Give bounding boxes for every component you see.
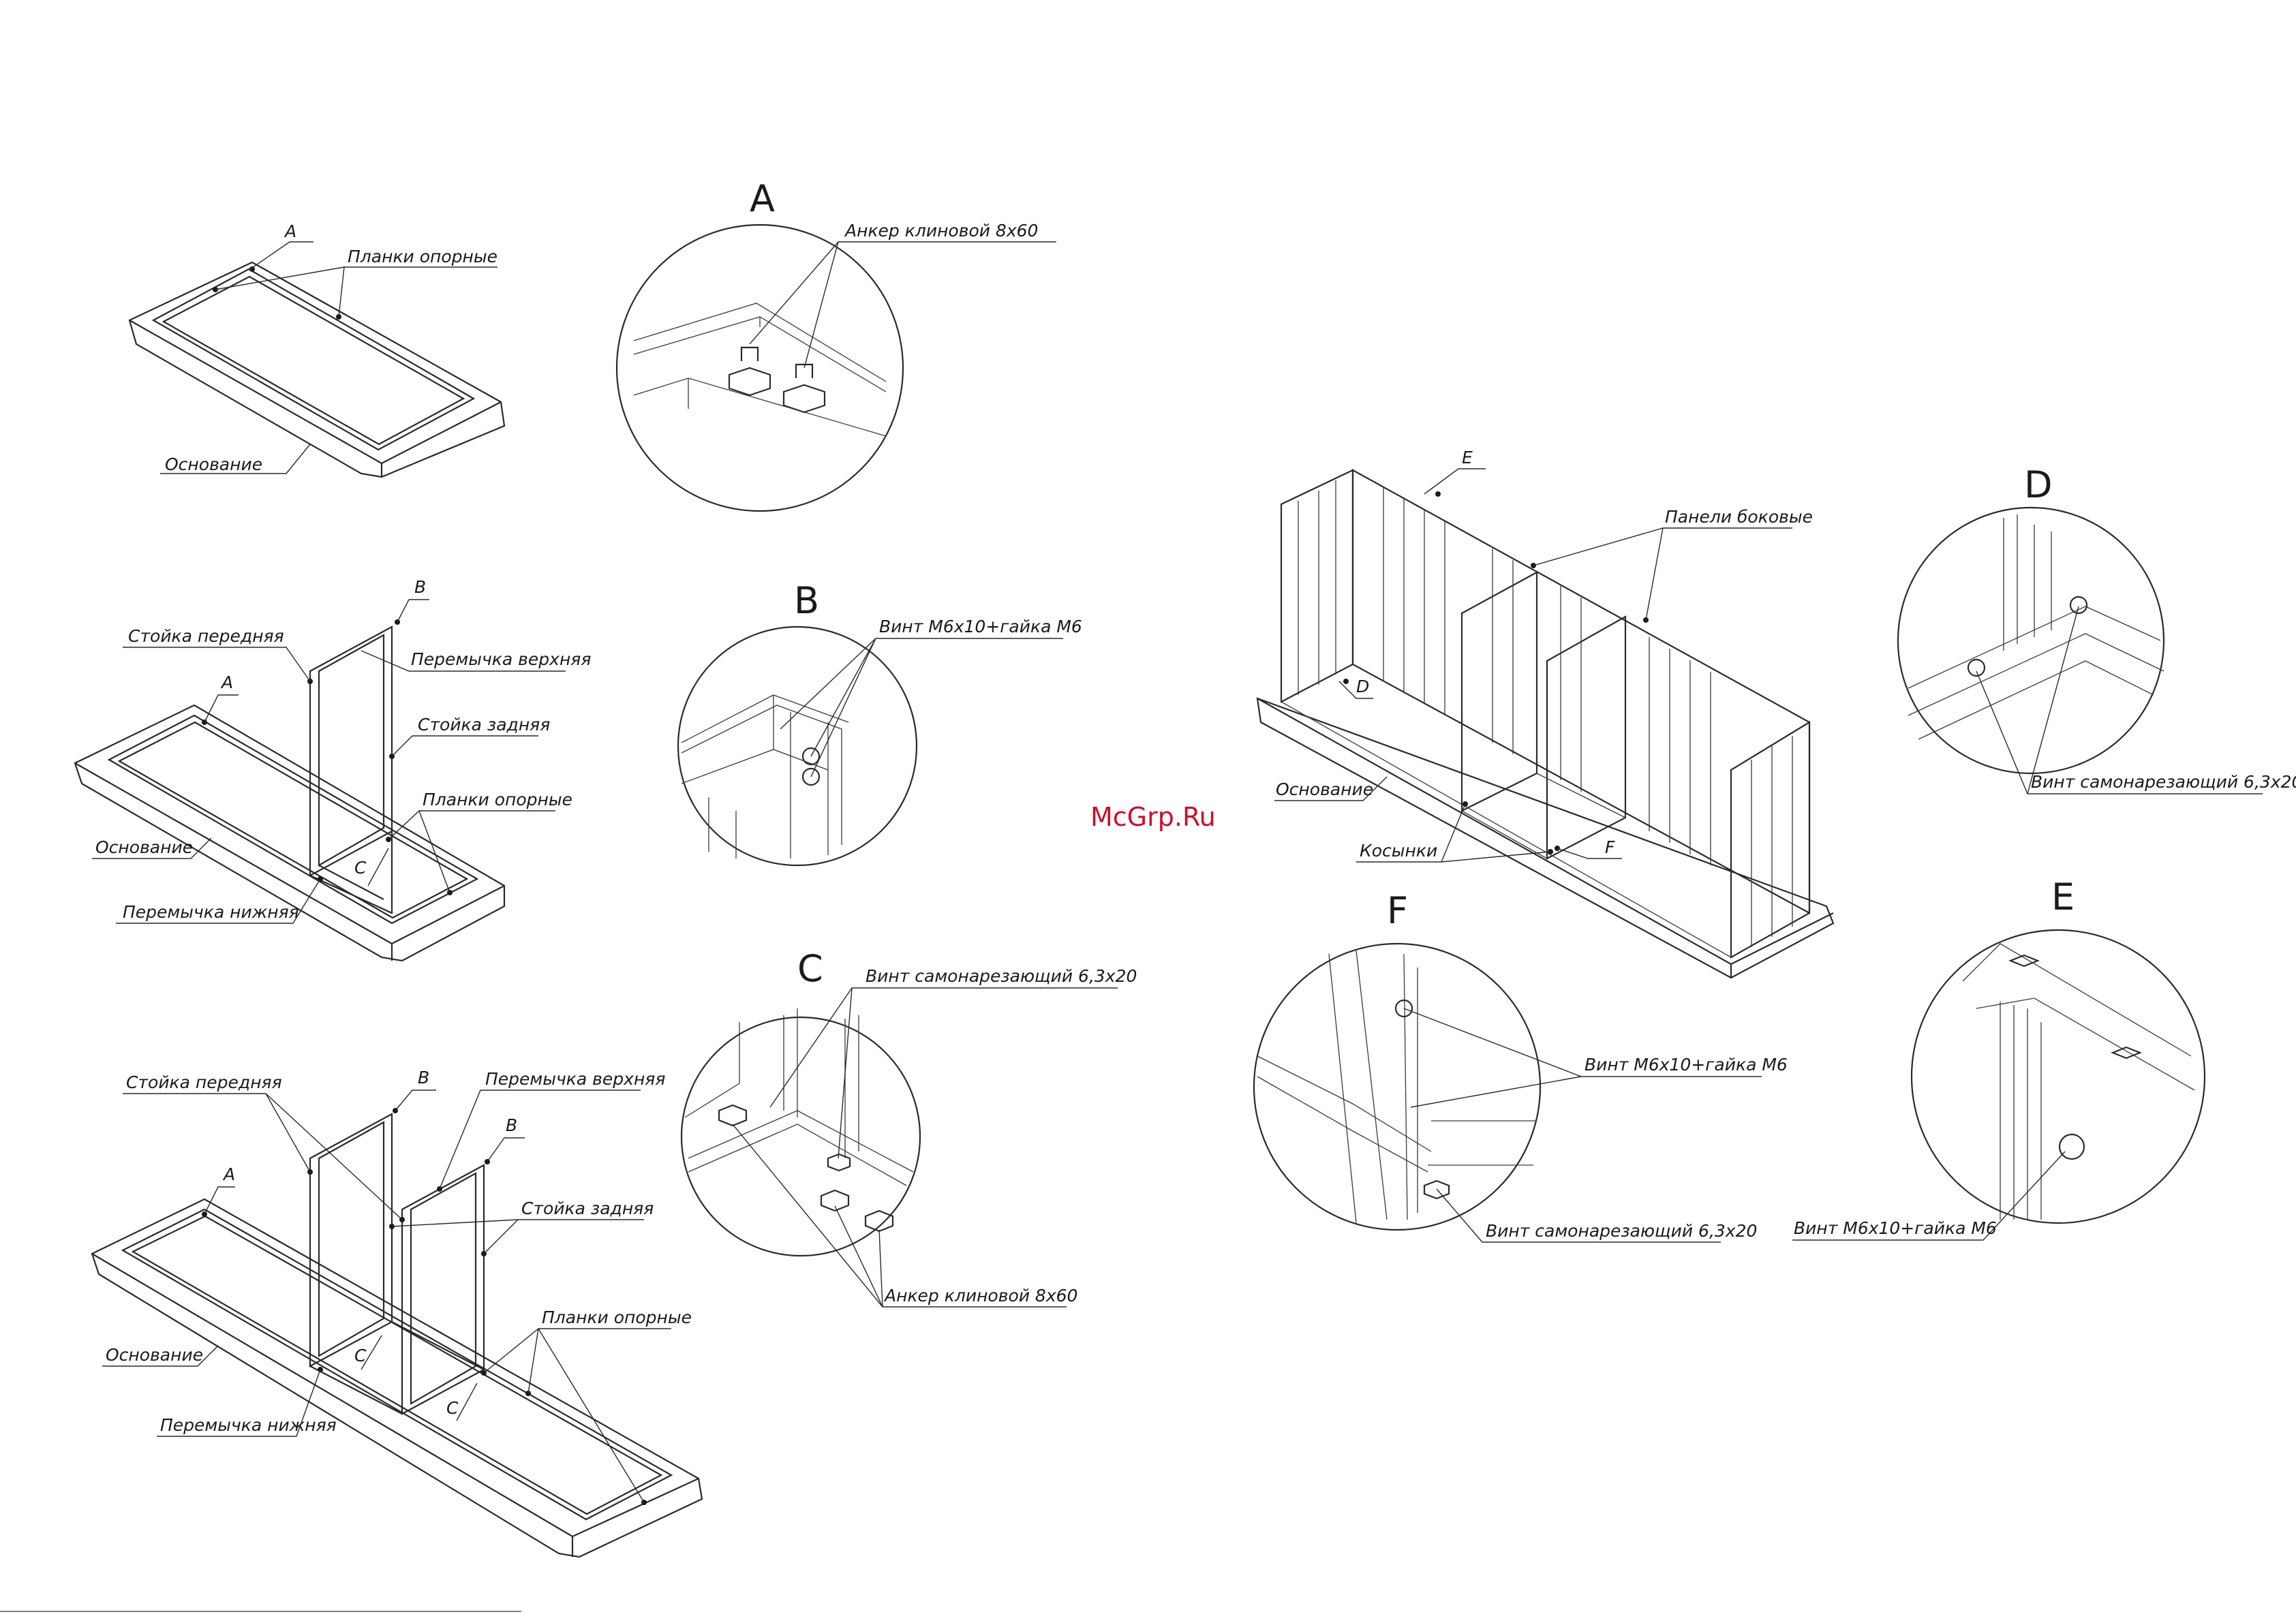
detail-f-callout-bottom: Винт самонарезающий 6,3х20 <box>1486 1221 1757 1241</box>
step1-label-support: Планки опорные <box>348 247 498 266</box>
detail-c-screw <box>827 1153 851 1172</box>
step3-base-slab <box>91 1198 703 1558</box>
detail-d-screw-1 <box>1967 658 1986 677</box>
step4-label-gussets: Косынки <box>1360 841 1437 861</box>
detail-d-screw-2 <box>2069 596 2088 615</box>
step4-panel-ribs <box>1298 480 1793 947</box>
step2-view: B Стойка передняя Перемычка верхняя A Ст… <box>74 577 591 962</box>
step3-ref-c1: C <box>354 1346 367 1365</box>
detail-c-circle <box>680 1016 921 1257</box>
detail-f-bolt <box>1394 999 1413 1018</box>
step3-ref-b2: B <box>506 1115 517 1135</box>
detail-e-callout: Винт М6х10+гайка М6 <box>1794 1218 1997 1238</box>
step4-ref-f: F <box>1605 837 1615 857</box>
step4-left-cabinet-side <box>1280 469 1354 703</box>
detail-e-circle <box>1910 929 2206 1224</box>
detail-c-anchor-3 <box>864 1209 894 1233</box>
step2-ref-b: B <box>414 577 426 597</box>
step3-label-bottom-bar: Перемычка нижняя <box>160 1415 337 1435</box>
detail-c-anchor-1 <box>718 1104 748 1127</box>
step1-label-base: Основание <box>165 454 262 474</box>
step2-label-front-post: Стойка передняя <box>128 626 284 646</box>
step3-label-base: Основание <box>106 1345 203 1365</box>
detail-b-callout: Винт М6х10+гайка М6 <box>879 617 1082 636</box>
step4-frame-1 <box>1460 571 1538 812</box>
step2-label-base: Основание <box>95 837 193 857</box>
step4-view: E Панели боковые D Основание Косынки F <box>1256 448 1835 979</box>
step2-label-support: Планки опорные <box>423 790 572 809</box>
detail-e-slot-2 <box>2111 1046 2142 1060</box>
step2-ref-a: A <box>220 673 233 692</box>
detail-d-callout: Винт самонарезающий 6,3х20 <box>2031 772 2296 792</box>
detail-b-bolt-1 <box>801 747 821 766</box>
detail-f-circle <box>1253 942 1542 1231</box>
detail-c: C Винт самонарезающий 6,3х20 Анкер клино… <box>680 947 1137 1308</box>
detail-d-title: D <box>2024 463 2053 506</box>
detail-a-callout: Анкер клиновой 8х60 <box>844 221 1038 241</box>
detail-a: A Анкер клиновой 8х60 <box>615 177 1056 512</box>
detail-b-bolt-2 <box>801 767 821 786</box>
detail-e-title: E <box>2051 876 2075 918</box>
detail-e: E Винт М6х10+гайка М6 <box>1792 876 2206 1241</box>
step4-base-slab <box>1256 697 1835 979</box>
step2-support-frame <box>107 714 479 925</box>
step3-ref-b1: B <box>418 1068 429 1087</box>
detail-a-circle <box>615 223 904 512</box>
step3-label-rear-post: Стойка задняя <box>521 1199 654 1218</box>
step3-ref-a: A <box>222 1164 235 1184</box>
step4-front-panel <box>1730 721 1811 959</box>
detail-c-callout-bottom: Анкер клиновой 8х60 <box>883 1286 1077 1305</box>
step3-label-top-bar: Перемычка верхняя <box>485 1069 665 1089</box>
detail-c-anchor-2 <box>820 1189 850 1212</box>
detail-a-anchor-1 <box>728 346 771 397</box>
step1-base-slab <box>128 261 506 478</box>
detail-e-bolt <box>2058 1133 2085 1160</box>
step4-label-base: Основание <box>1276 779 1373 799</box>
detail-c-callout-top: Винт самонарезающий 6,3х20 <box>866 966 1137 986</box>
step4-ref-e: E <box>1462 448 1473 467</box>
step2-label-bottom-bar: Перемычка нижняя <box>123 902 299 922</box>
watermark: McGrp.Ru <box>1090 802 1216 832</box>
step2-label-top-bar: Перемычка верхняя <box>411 649 591 669</box>
detail-d: D Винт самонарезающий 6,3х20 <box>1897 463 2296 794</box>
detail-f-screw <box>1423 1179 1450 1200</box>
step1-view: A Планки опорные Основание <box>128 221 506 478</box>
step3-support-frame <box>121 1208 673 1521</box>
step3-view: B B Стойка передняя Перемычка верхняя A … <box>91 1068 703 1558</box>
detail-c-title: C <box>797 947 823 990</box>
detail-b-circle <box>677 625 918 867</box>
step2-label-rear-post: Стойка задняя <box>418 715 550 735</box>
step2-ref-c: C <box>354 858 367 878</box>
detail-b-title: B <box>794 579 819 622</box>
step3-label-front-post: Стойка передняя <box>126 1072 282 1092</box>
detail-e-slot-1 <box>2008 954 2040 968</box>
step3-ref-c2: C <box>446 1398 459 1418</box>
detail-a-anchor-2 <box>782 363 826 414</box>
step1-support-frame <box>151 268 476 451</box>
step2-base-slab <box>74 704 506 962</box>
detail-f-callout-top: Винт М6х10+гайка М6 <box>1585 1055 1788 1075</box>
detail-f-title: F <box>1387 889 1408 932</box>
detail-a-title: A <box>750 177 775 220</box>
detail-f: F Винт М6х10+гайка М6 Винт самонарезающи… <box>1253 889 1788 1243</box>
step1-ref-a: A <box>284 221 296 241</box>
step3-label-support: Планки опорные <box>542 1308 692 1327</box>
step4-ref-d: D <box>1356 677 1369 696</box>
detail-d-circle <box>1897 506 2165 775</box>
detail-b: B Винт М6х10+гайка М6 <box>677 579 1082 867</box>
step4-label-side-panels: Панели боковые <box>1665 507 1813 527</box>
